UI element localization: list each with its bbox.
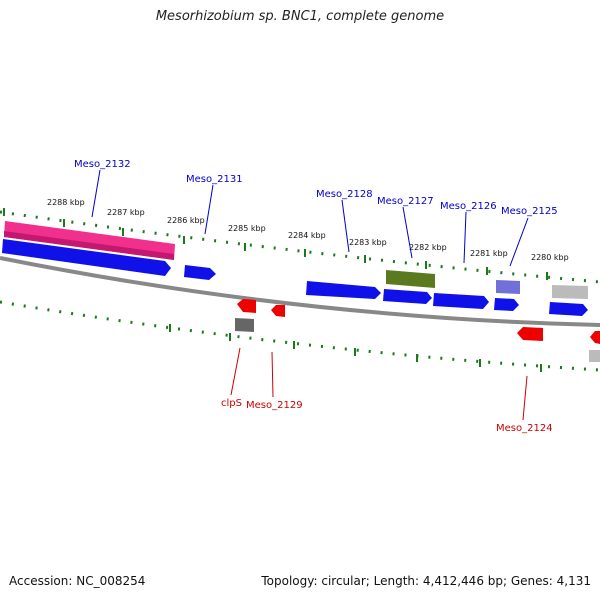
- gene-meso-2124[interactable]: [517, 327, 543, 341]
- scale-labels: 2288 kbp 2287 kbp 2286 kbp 2285 kbp 2284…: [47, 198, 569, 262]
- gene-meso-2129[interactable]: [271, 305, 285, 317]
- gene-forward-small[interactable]: [494, 298, 519, 311]
- gene-meso-2125[interactable]: [496, 280, 520, 294]
- gene-reverse-right[interactable]: [590, 331, 600, 344]
- forward-gene-labels: Meso_2132 Meso_2131 Meso_2128 Meso_2127 …: [74, 159, 558, 217]
- gene-meso-2132-highlight-shade: [4, 231, 174, 260]
- gene-reverse-a[interactable]: [237, 299, 256, 313]
- scale-label: 2285 kbp: [228, 224, 266, 233]
- scale-label: 2280 kbp: [531, 253, 569, 262]
- gene-label-meso-2124[interactable]: Meso_2124: [496, 423, 553, 434]
- scale-label: 2286 kbp: [167, 216, 205, 225]
- gene-meso-2132[interactable]: [2, 239, 171, 276]
- reverse-genes: [235, 299, 600, 362]
- accession-text: Accession: NC_008254: [9, 574, 146, 588]
- gene-meso-2126-a[interactable]: [383, 289, 432, 304]
- major-ticks: [3, 208, 548, 372]
- gene-label-meso-2127[interactable]: Meso_2127: [377, 196, 434, 207]
- gene-label-clps[interactable]: clpS: [221, 398, 242, 409]
- scale-label: 2287 kbp: [107, 208, 145, 217]
- genome-backbone: [0, 256, 600, 327]
- scale-label: 2282 kbp: [409, 243, 447, 252]
- gene-meso-2128[interactable]: [306, 281, 381, 299]
- topology-text: Topology: circular; Length: 4,412,446 bp…: [261, 574, 591, 588]
- forward-genes: [2, 221, 588, 316]
- genome-title: Mesorhizobium sp. BNC1, complete genome: [155, 9, 445, 24]
- gene-label-meso-2132[interactable]: Meso_2132: [74, 159, 131, 170]
- gene-label-meso-2126[interactable]: Meso_2126: [440, 201, 497, 212]
- gene-label-meso-2131[interactable]: Meso_2131: [186, 174, 243, 185]
- gene-label-meso-2128[interactable]: Meso_2128: [316, 189, 373, 200]
- gene-clps[interactable]: [235, 318, 254, 332]
- gene-forward-right[interactable]: [549, 302, 588, 316]
- reverse-tick-track: [0, 300, 600, 372]
- gene-meso-2127[interactable]: [386, 270, 435, 288]
- scale-label: 2281 kbp: [470, 249, 508, 258]
- scale-label: 2288 kbp: [47, 198, 85, 207]
- gene-label-meso-2125[interactable]: Meso_2125: [501, 206, 558, 217]
- reverse-gene-labels: clpS Meso_2129 Meso_2124: [221, 398, 553, 434]
- scale-label: 2283 kbp: [349, 238, 387, 247]
- scale-label: 2284 kbp: [288, 231, 326, 240]
- gene-grey-forward[interactable]: [552, 285, 588, 299]
- label-leaders: [91, 169, 529, 421]
- gene-meso-2126[interactable]: [433, 293, 489, 309]
- forward-tick-track: [0, 210, 600, 284]
- gene-label-meso-2129[interactable]: Meso_2129: [246, 400, 303, 411]
- gene-meso-2131[interactable]: [184, 265, 216, 280]
- gene-grey-reverse[interactable]: [589, 350, 600, 362]
